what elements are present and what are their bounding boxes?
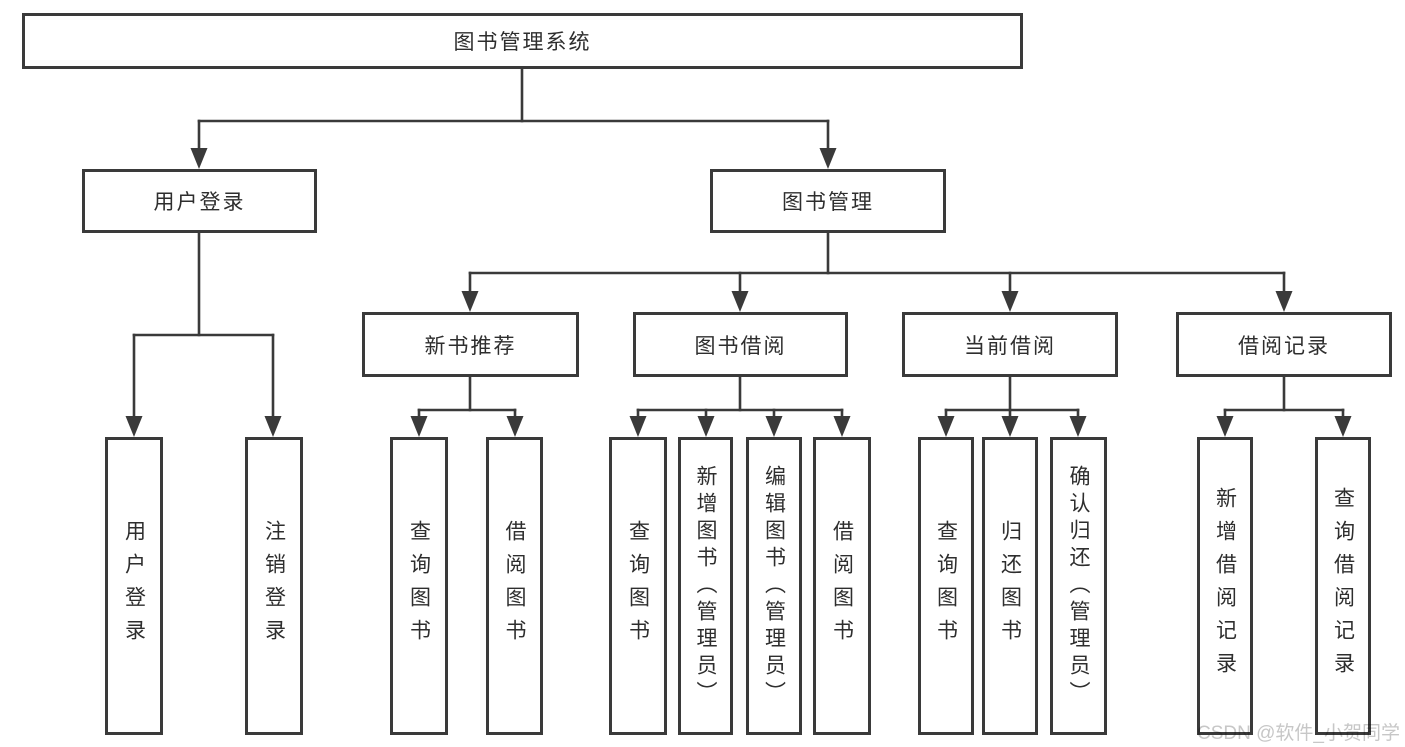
node-label: 编辑图书（管理员） bbox=[762, 464, 786, 708]
diagram-node-leaf-confirm-return-admin: 确认归还（管理员） bbox=[1050, 437, 1107, 735]
node-label: 图书管理 bbox=[782, 191, 874, 214]
node-label: 确认归还（管理员） bbox=[1067, 464, 1090, 708]
diagram-node-book-borrow: 图书借阅 bbox=[633, 312, 848, 377]
node-label: 借阅图书 bbox=[830, 520, 854, 652]
diagram-node-book-management: 图书管理 bbox=[710, 169, 946, 233]
diagram-node-new-book-recommend: 新书推荐 bbox=[362, 312, 579, 377]
node-label: 查询图书 bbox=[407, 520, 431, 652]
node-label: 当前借阅 bbox=[964, 334, 1056, 358]
node-label: 新增借阅记录 bbox=[1213, 487, 1237, 685]
node-label: 归还图书 bbox=[998, 520, 1022, 652]
diagram-node-leaf-return-book: 归还图书 bbox=[982, 437, 1038, 735]
diagram-node-leaf-logout: 注销登录 bbox=[245, 437, 303, 735]
diagram-node-current-borrow: 当前借阅 bbox=[902, 312, 1118, 377]
node-label: 新增图书（管理员） bbox=[694, 464, 717, 708]
diagram-node-leaf-query-book-1: 查询图书 bbox=[390, 437, 448, 735]
diagram-node-leaf-add-book-admin: 新增图书（管理员） bbox=[678, 437, 733, 735]
node-label: 用户登录 bbox=[122, 520, 146, 652]
node-label: 查询图书 bbox=[626, 520, 650, 652]
node-label: 借阅记录 bbox=[1238, 334, 1330, 358]
node-label: 查询借阅记录 bbox=[1331, 487, 1355, 685]
diagram-node-user-login: 用户登录 bbox=[82, 169, 317, 233]
node-label: 用户登录 bbox=[153, 191, 246, 214]
diagram-node-leaf-borrow-book-2: 借阅图书 bbox=[813, 437, 871, 735]
diagram-node-root: 图书管理系统 bbox=[22, 13, 1023, 69]
diagram-node-leaf-borrow-book-1: 借阅图书 bbox=[486, 437, 543, 735]
node-label: 借阅图书 bbox=[503, 520, 526, 652]
diagram-node-borrow-records: 借阅记录 bbox=[1176, 312, 1392, 377]
node-label: 图书管理系统 bbox=[453, 31, 592, 54]
watermark-text: CSDN @软件_小贺同学 bbox=[1197, 723, 1400, 744]
node-label: 查询图书 bbox=[934, 520, 958, 652]
node-label: 注销登录 bbox=[262, 520, 286, 652]
node-label: 新书推荐 bbox=[424, 334, 517, 358]
diagram-node-leaf-query-borrow-record: 查询借阅记录 bbox=[1315, 437, 1371, 735]
diagram-node-leaf-user-login: 用户登录 bbox=[105, 437, 163, 735]
diagram-node-leaf-add-borrow-record: 新增借阅记录 bbox=[1197, 437, 1253, 735]
diagram-node-leaf-edit-book-admin: 编辑图书（管理员） bbox=[746, 437, 802, 735]
node-label: 图书借阅 bbox=[694, 334, 787, 358]
diagram-node-leaf-query-book-3: 查询图书 bbox=[918, 437, 974, 735]
diagram-node-leaf-query-book-2: 查询图书 bbox=[609, 437, 667, 735]
